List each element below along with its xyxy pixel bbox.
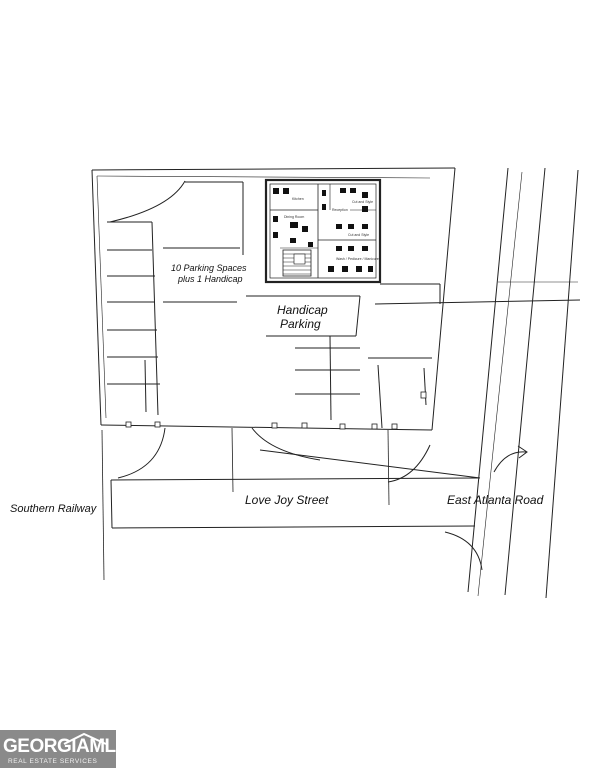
handicap-label-line1: Handicap: [277, 303, 328, 317]
roof-icon: [63, 732, 107, 745]
room-label-dining: Dining Room: [284, 215, 304, 219]
room-label-wash: Wash / Pedicure / Manicure: [336, 257, 379, 261]
parking-spaces-label-line1: 10 Parking Spaces: [171, 263, 247, 273]
boundary-markers: [125, 391, 427, 430]
parking-curb: [109, 180, 244, 255]
curb-arcs: [117, 427, 483, 571]
room-label-reception: Reception: [332, 208, 348, 212]
handicap-label-box: [246, 295, 361, 337]
room-label-cut-style-2: Cut and Style: [348, 233, 369, 237]
room-label-cut-style-1: Cut and Style: [352, 200, 373, 204]
logo-main-text: GEORGIAMLS: [3, 736, 128, 757]
road-label: East Atlanta Road: [447, 493, 544, 507]
room-label-kitchen: Kitchen: [292, 197, 304, 201]
guide-lines: [101, 427, 390, 581]
georgia-mls-logo: GEORGIAMLS REAL ESTATE SERVICES: [0, 730, 128, 768]
parking-stalls-right: [295, 283, 581, 429]
property-boundary: [91, 167, 456, 431]
direction-arrow: [493, 445, 528, 473]
building-furniture: [273, 188, 373, 272]
railway-label: Southern Railway: [10, 503, 98, 515]
parking-stalls-left: [107, 221, 240, 416]
parking-spaces-label-line2: plus 1 Handicap: [177, 274, 243, 284]
road-lines: [467, 167, 579, 599]
logo-sub-text: REAL ESTATE SERVICES: [8, 758, 98, 765]
street-label: Love Joy Street: [245, 493, 329, 507]
handicap-label-line2: Parking: [280, 317, 321, 331]
street-band: [110, 477, 479, 529]
